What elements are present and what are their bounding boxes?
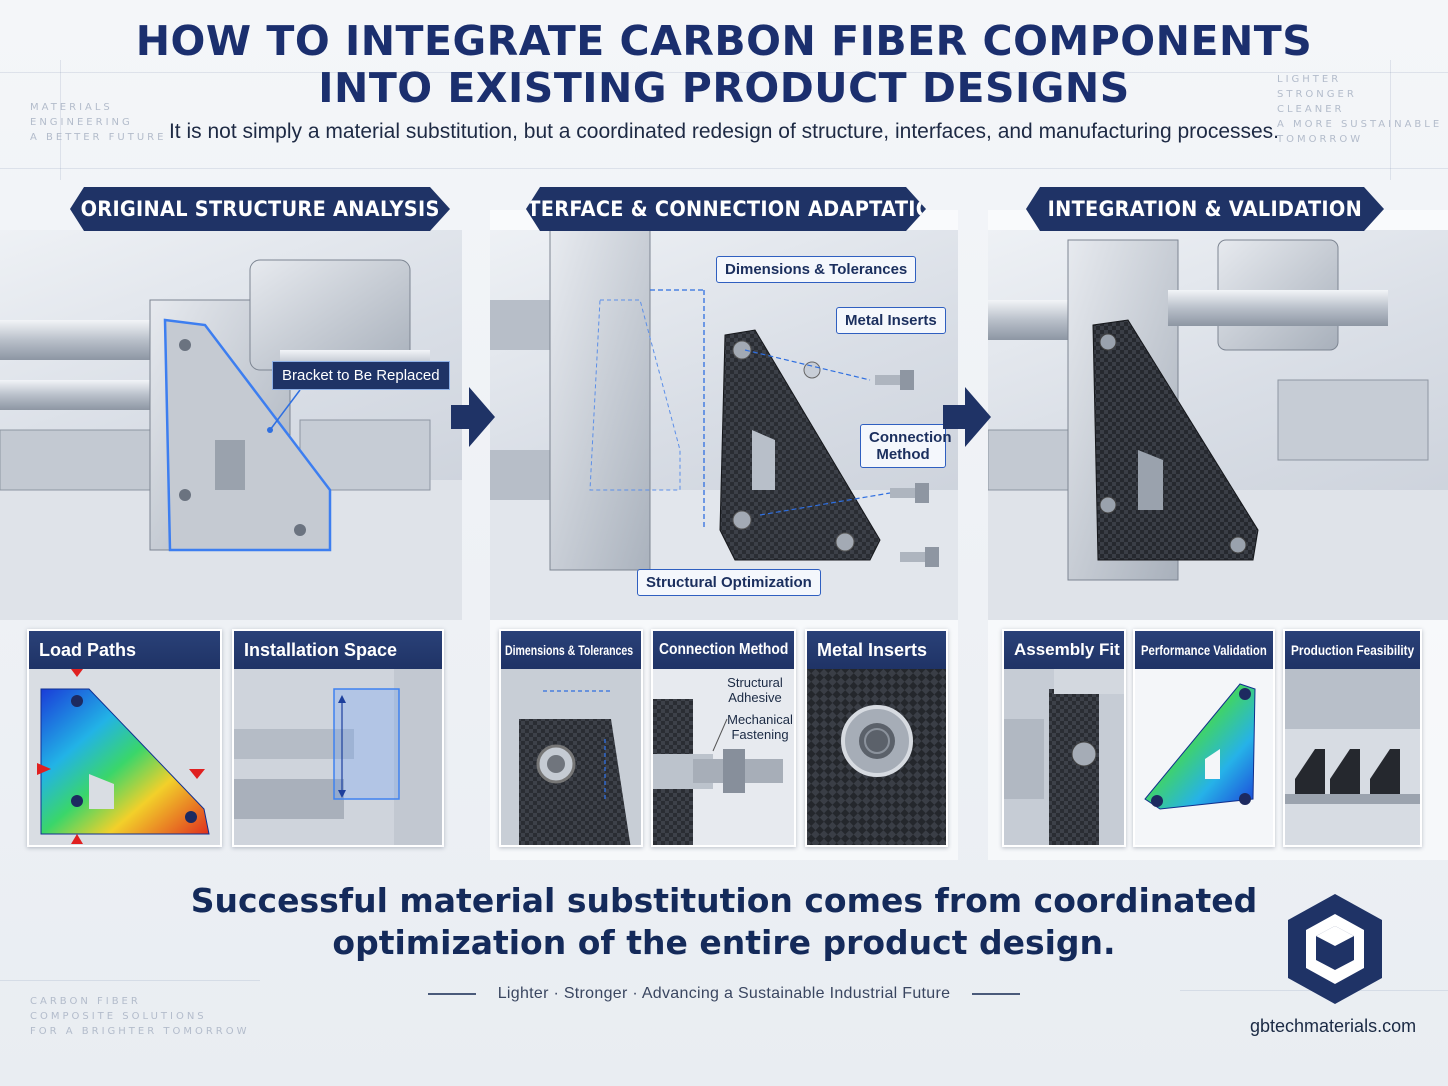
label-structural-adhesive: Structural Adhesive bbox=[727, 675, 783, 705]
tagline: Successful material substitution comes f… bbox=[190, 881, 1258, 962]
card-load-paths: Load Paths bbox=[27, 629, 222, 847]
page-subtitle: It is not simply a material substitution… bbox=[168, 120, 1280, 143]
card-dimensions-tolerances: Dimensions & Tolerances bbox=[499, 629, 643, 847]
divider bbox=[972, 993, 1021, 995]
callout-metal-inserts: Metal Inserts bbox=[836, 307, 946, 334]
banner-interface-connection-adaptation: INTERFACE & CONNECTION ADAPTATION bbox=[526, 187, 926, 231]
card-performance-validation: Performance Validation bbox=[1133, 629, 1275, 847]
website-link[interactable]: gbtechmaterials.com bbox=[1250, 1016, 1417, 1036]
arrow-head-1-icon bbox=[469, 387, 495, 447]
callout-structural-optimization: Structural Optimization bbox=[637, 569, 821, 596]
banner-original-structure-analysis: ORIGINAL STRUCTURE ANALYSIS bbox=[70, 187, 450, 231]
arrow-step2-to-step3 bbox=[943, 405, 965, 429]
card-production-feasibility: Production Feasibility bbox=[1283, 629, 1422, 847]
label-mechanical-fastening: Mechanical Fastening bbox=[727, 712, 793, 742]
step-1-scene bbox=[0, 230, 462, 620]
callout-dimensions-tolerances: Dimensions & Tolerances bbox=[716, 256, 917, 283]
card-title: Installation Space bbox=[244, 639, 398, 660]
step-3-scene bbox=[988, 230, 1448, 620]
card-title: Dimensions & Tolerances bbox=[505, 642, 634, 658]
card-title: Assembly Fit bbox=[1014, 640, 1120, 659]
slogan: Lighter · Stronger · Advancing a Sustain… bbox=[0, 985, 1448, 1003]
page-title: HOW TO INTEGRATE CARBON FIBER COMPONENTS… bbox=[135, 17, 1313, 112]
divider bbox=[427, 993, 476, 995]
arrow-step1-to-step2 bbox=[451, 405, 469, 429]
card-connection-method: Connection Method Structural Adhesive Me… bbox=[651, 629, 796, 847]
card-metal-inserts: Metal Inserts bbox=[805, 629, 948, 847]
card-title: Performance Validation bbox=[1141, 642, 1267, 658]
card-title: Metal Inserts bbox=[817, 639, 928, 660]
card-title: Production Feasibility bbox=[1291, 642, 1415, 658]
card-title: Load Paths bbox=[39, 639, 137, 660]
callout-connection-method: Connection Method bbox=[860, 424, 952, 468]
banner-integration-validation: INTEGRATION & VALIDATION bbox=[1026, 187, 1384, 231]
card-assembly-fit: Assembly Fit bbox=[1002, 629, 1126, 847]
callout-bracket-to-be-replaced: Bracket to Be Replaced bbox=[272, 361, 450, 390]
card-installation-space: Installation Space bbox=[232, 629, 444, 847]
company-logo-icon bbox=[1282, 890, 1388, 1008]
card-title: Connection Method bbox=[659, 641, 789, 658]
arrow-head-2-icon bbox=[965, 387, 991, 447]
